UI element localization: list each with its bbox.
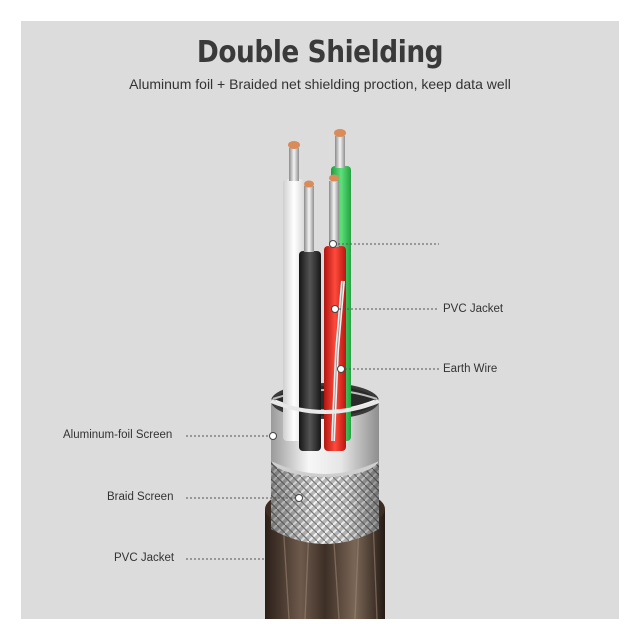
callout-pvc-jacket-inner: PVC Jacket: [443, 303, 504, 315]
callout-braid-screen: Braid Screen: [107, 491, 174, 503]
callout-aluminum-foil-screen: Aluminum-foil Screen: [63, 429, 173, 441]
product-panel: Double Shielding Aluminum foil + Braided…: [21, 21, 619, 619]
inner-wires: [283, 129, 351, 451]
callout-markers: [269, 240, 345, 502]
page-subtitle: Aluminum foil + Braided net shielding pr…: [129, 76, 511, 92]
callout-lines: [186, 243, 439, 560]
callout-earth-wire: Earth Wire: [443, 363, 498, 375]
foil-rim: [270, 399, 380, 414]
page-title: Double Shielding: [196, 35, 444, 70]
callout-pvc-jacket-outer: PVC Jacket: [114, 552, 175, 564]
cable-illustration: [186, 129, 439, 619]
